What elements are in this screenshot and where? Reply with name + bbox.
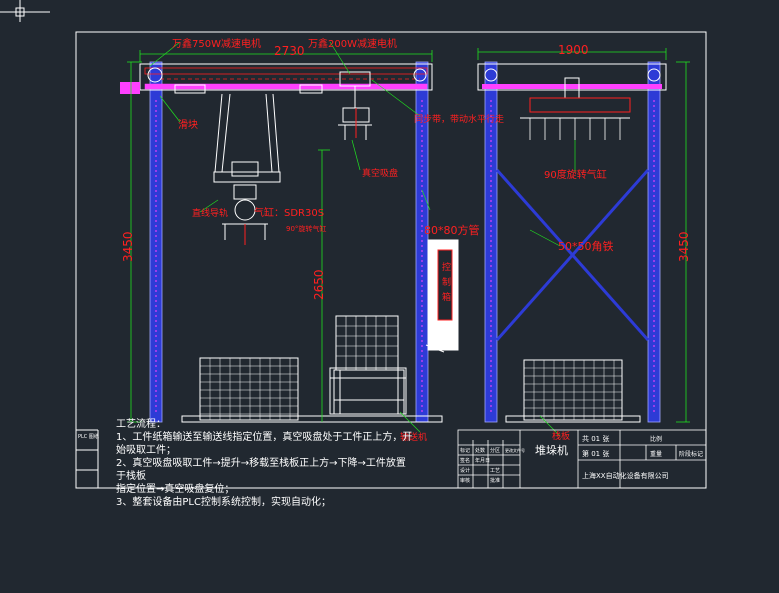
motor-label-left: 万鑫750W减速电机 (172, 37, 261, 50)
label-square-tube: 80*80方管 (424, 223, 480, 237)
col-header-0: 标记 (460, 447, 470, 454)
side-cell-2: 重量 (650, 450, 662, 458)
title-block (457, 429, 707, 489)
front-view (120, 41, 459, 433)
col-header-2: 分区 (490, 447, 500, 454)
col-header-1: 处数 (475, 447, 485, 454)
process-notes: 工艺流程： 1、工件纸箱输送至输送线指定位置，真空吸盘处于工件正上方，开 始吸取… (116, 418, 412, 509)
label-rotary-front: 90°旋转气缸 (286, 224, 326, 233)
sheet-total: 共 01 张 (582, 434, 609, 443)
dim-width-front: 2730 (274, 44, 305, 58)
col-header-4: 签名 (460, 457, 470, 464)
dim-width-side: 1900 (558, 43, 589, 57)
process-line-4: 于栈板 (116, 471, 146, 482)
conveyor-carton (335, 315, 399, 371)
dim-lower-front: 2650 (312, 269, 326, 300)
label-slide-block: 滑块 (178, 119, 198, 131)
col-header-3: 更改文件号 (505, 447, 525, 453)
process-line-6: 3、整套设备由PLC控制系统控制，实现自动化； (116, 497, 331, 508)
label-linear-guide: 直线导轨 (192, 207, 228, 219)
process-title: 工艺流程： (116, 419, 166, 430)
side-cell-1: 比例 (650, 435, 662, 443)
front-pallet-stack (199, 357, 299, 421)
dim-height-front: 3450 (121, 231, 135, 262)
process-line-3: 2、真空吸盘吸取工件→提升→移载至栈板正上方→下降→工件放置 (116, 458, 406, 469)
corner-label: PLC 图纸 (78, 433, 99, 440)
role-label-1: 审核 (460, 477, 470, 484)
label-vacuum-cup: 真空吸盘 (362, 167, 398, 179)
side-cell-3: 阶段标记 (679, 450, 703, 458)
col-header-5: 年月日 (475, 457, 490, 464)
role-label-2: 工艺 (490, 468, 500, 474)
front-top-beam (139, 63, 433, 91)
side-top-beam (477, 63, 667, 91)
conveyor-frame (329, 367, 407, 415)
sheet-no: 第 01 张 (582, 449, 609, 458)
label-cylinder: 气缸：SDR30S (254, 206, 324, 219)
label-pallet: 栈板 (552, 430, 570, 442)
label-conveyor: 输送机 (400, 431, 427, 443)
drawing-frame (75, 31, 707, 489)
label-rotary-side: 90度旋转气缸 (544, 168, 607, 181)
label-sync-belt: 同步带，带动水平行走 (414, 113, 504, 125)
side-pallet-stack (523, 359, 623, 421)
left-motor-pulley (147, 67, 163, 83)
drawing-name: 堆垛机 (535, 443, 568, 457)
control-box-label: 控制箱 (440, 261, 451, 307)
side-view (477, 48, 690, 437)
company-name: 上海XX自动化设备有限公司 (582, 471, 669, 480)
right-motor-pulley (413, 68, 427, 82)
role-label-0: 设计 (460, 467, 470, 474)
process-line-5: 指定位置→真空吸盘复位； (116, 484, 235, 495)
motor-label-right: 万鑫200W减速电机 (308, 37, 397, 50)
label-angle-steel: 50*50角铁 (558, 240, 614, 253)
dim-height-side: 3450 (677, 231, 691, 262)
process-line-2: 始吸取工件； (116, 445, 176, 456)
crosshair-cursor-icon (0, 0, 50, 22)
role-label-3: 批准 (490, 477, 500, 484)
process-line-1: 1、工件纸箱输送至输送线指定位置，真空吸盘处于工件正上方，开 (116, 432, 413, 443)
